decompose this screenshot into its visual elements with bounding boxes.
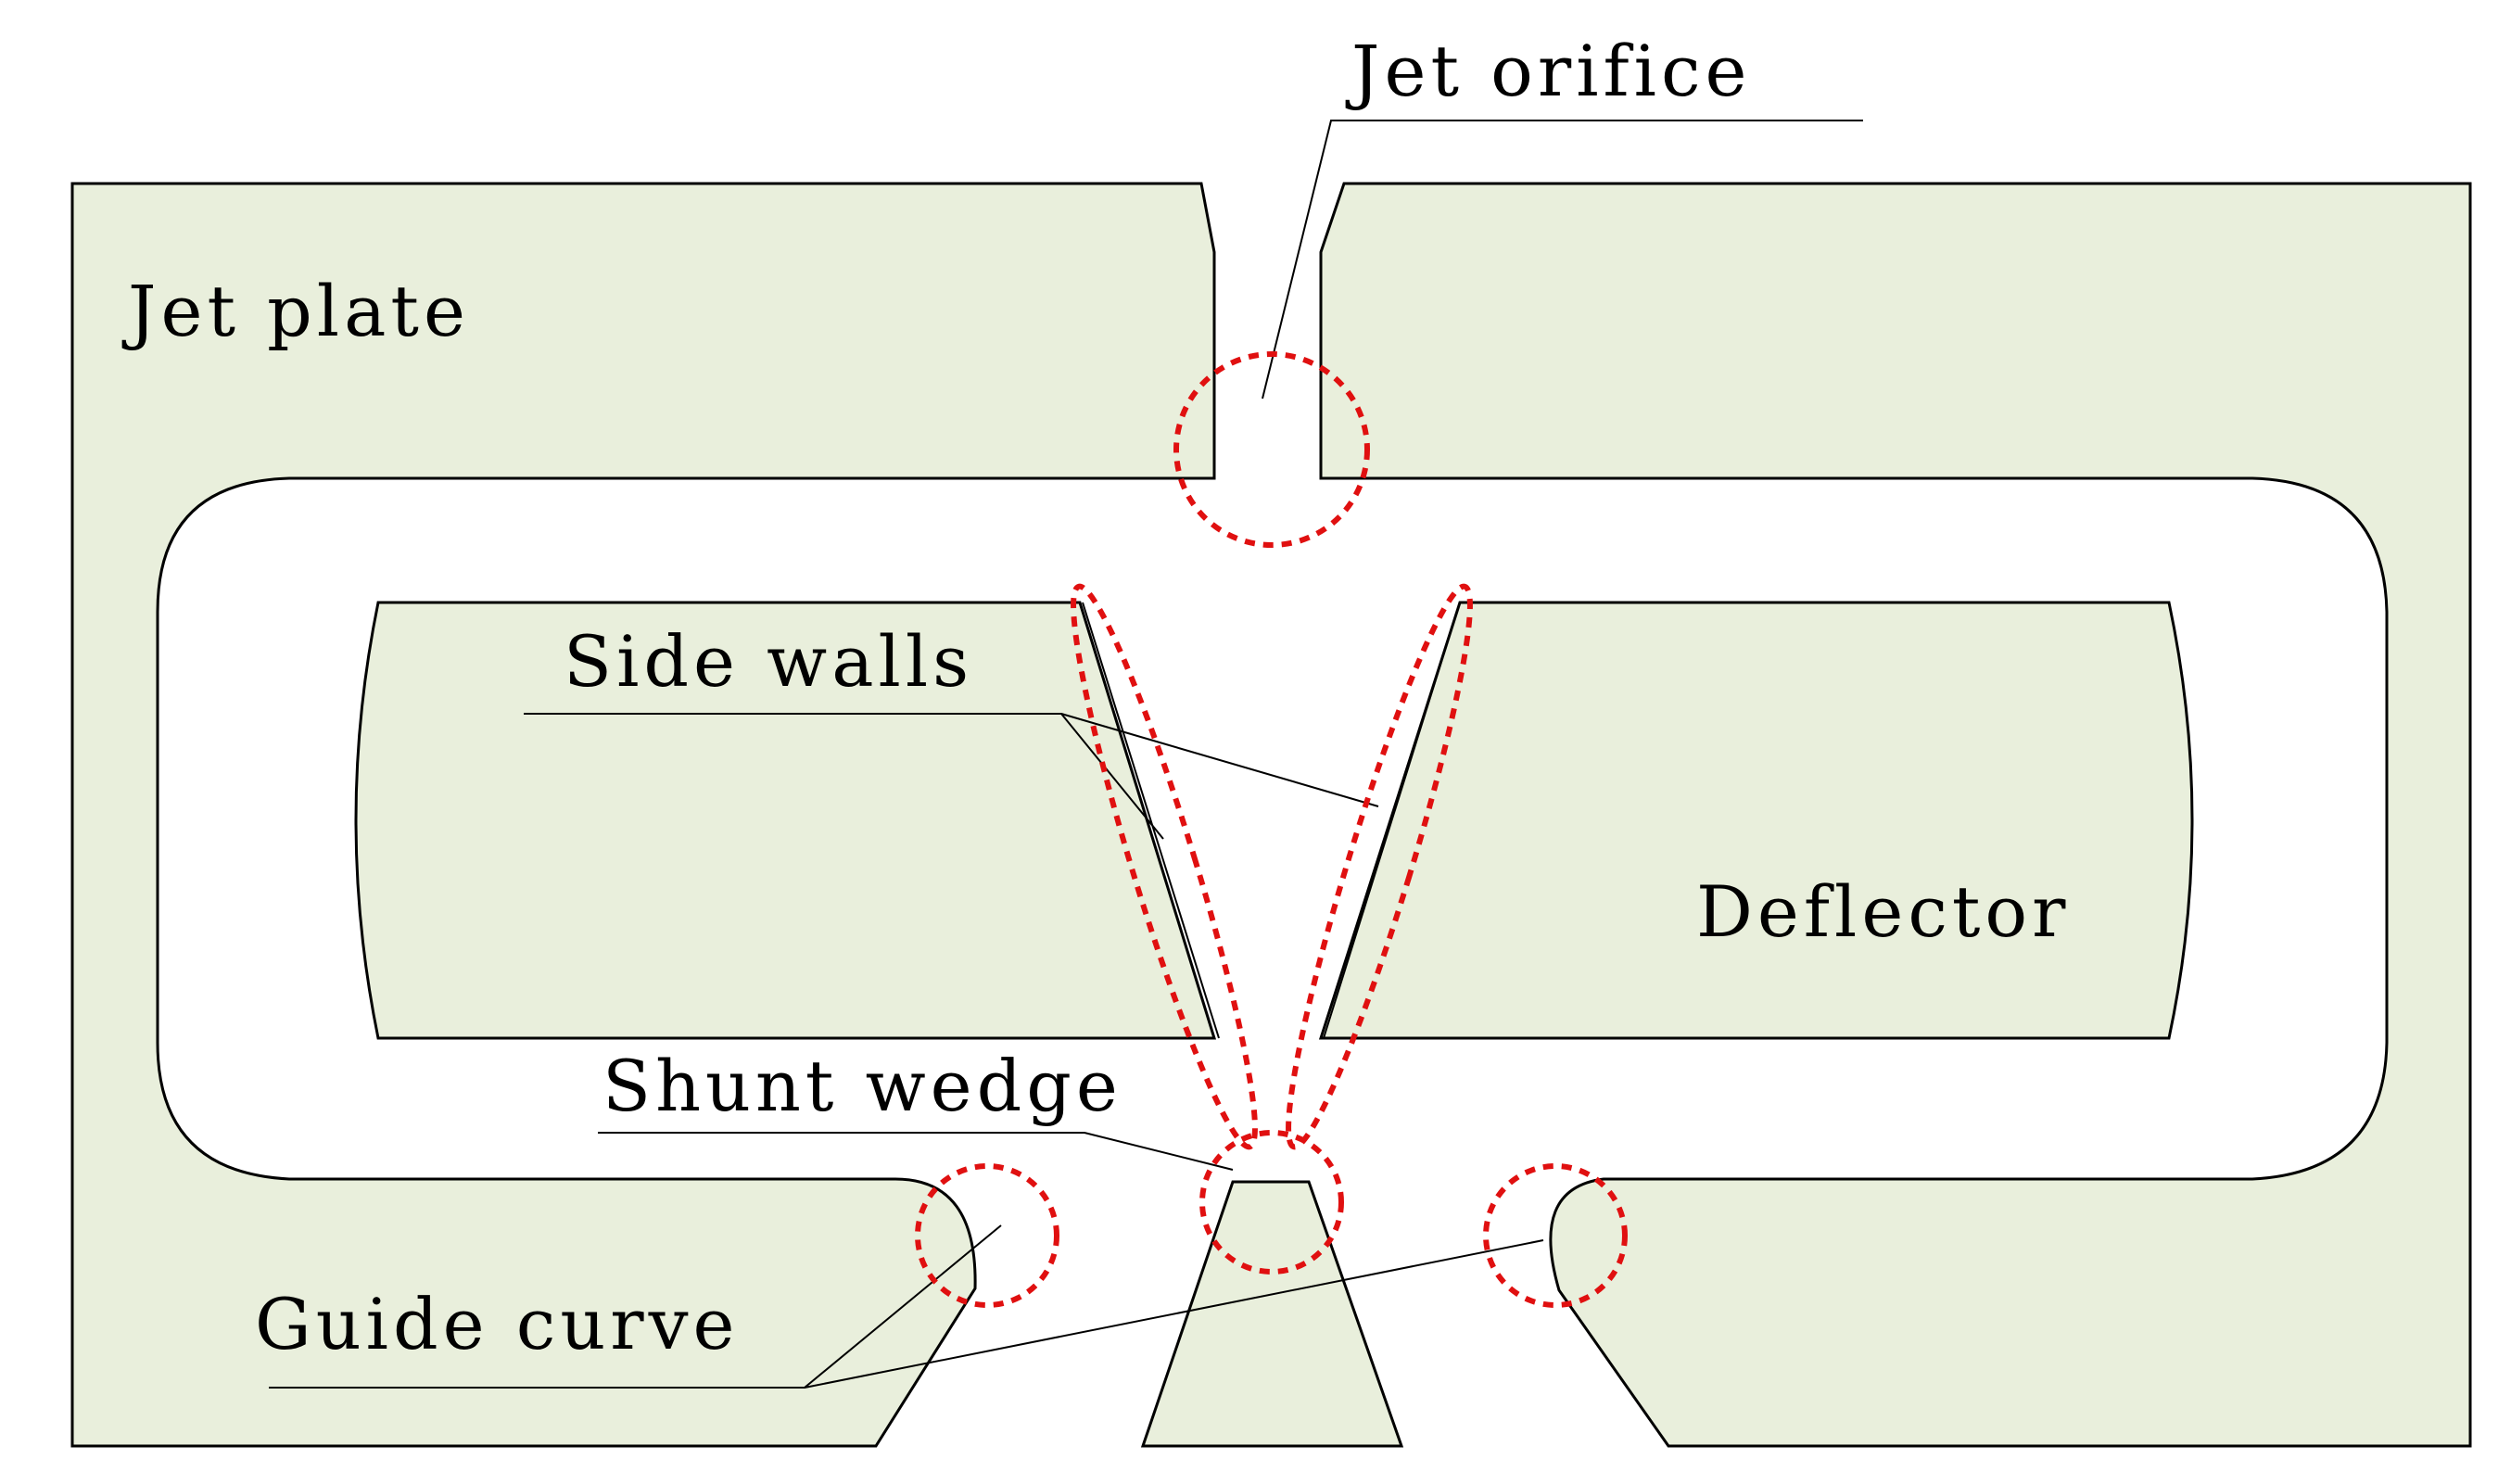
side-wall-left-line	[1082, 602, 1220, 1039]
shunt-wedge	[1140, 1180, 1404, 1448]
shunt-wedge-leader	[598, 1132, 1234, 1171]
jet-plate-right-body	[1319, 182, 2472, 1448]
deflector-right-block	[1318, 601, 2194, 1040]
jet-orifice-highlight	[1173, 351, 1370, 548]
guide-curve-right-highlight	[1483, 1163, 1628, 1308]
guide-curve-left-highlight	[915, 1163, 1059, 1308]
jet-orifice-label: Jet orifice	[1345, 30, 1752, 112]
guide-curve-label: Guide curve	[255, 1283, 740, 1365]
side-wall-right-line	[1323, 602, 1461, 1039]
jet-plate-body	[70, 182, 1216, 1448]
guide-curve-leader-right	[804, 1239, 1544, 1389]
side-walls-label: Side walls	[564, 620, 973, 703]
deflector-left-block	[354, 601, 1217, 1040]
side-wall-left-highlight	[1071, 583, 1258, 1150]
deflector-label: Deflector	[1696, 870, 2071, 953]
side-walls-leader-right	[1060, 713, 1379, 807]
side-wall-right-highlight	[1286, 583, 1473, 1150]
jet-plate-label: Jet plate	[121, 270, 470, 352]
shunt-wedge-highlight	[1199, 1130, 1344, 1275]
jet-orifice-leader	[1262, 120, 1863, 400]
shunt-wedge-label: Shunt wedge	[602, 1045, 1122, 1127]
